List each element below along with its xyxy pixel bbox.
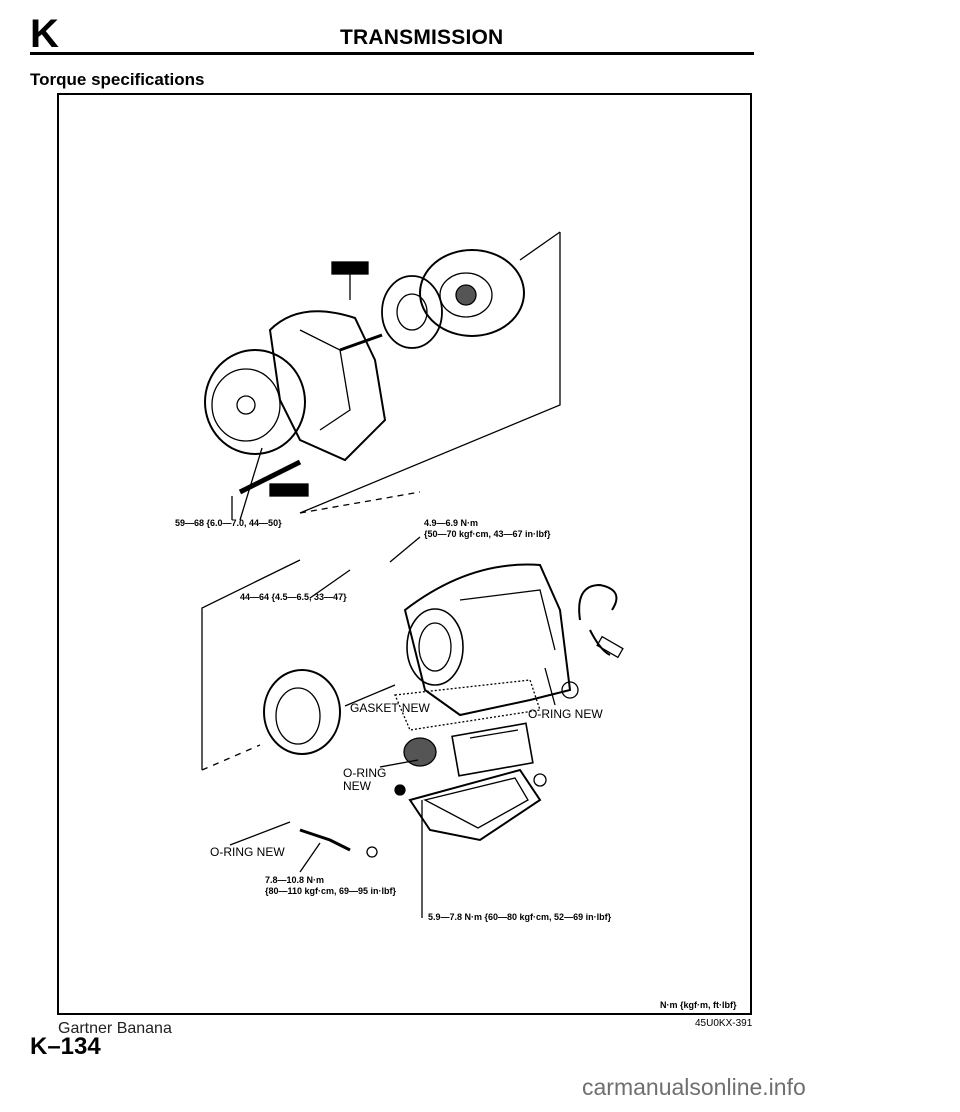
diagram-frame — [57, 93, 752, 1015]
valve-body — [451, 722, 534, 777]
oring-label-middle-line1: O-RING — [343, 766, 387, 780]
torque-callout-pan-line1: 7.8—10.8 N·m — [265, 875, 325, 885]
section-letter: K — [30, 12, 59, 56]
long-bolt — [238, 459, 302, 495]
torque-callout-pan-line2: {80—110 kgf·cm, 69—95 in·lbf} — [265, 886, 397, 896]
page-number: K–134 — [30, 1033, 101, 1060]
torque-callout-sensor-line2: {50—70 kgf·cm, 43—67 in·lbf} — [424, 529, 551, 539]
oring-new-label-left: O-RING NEW — [210, 845, 285, 859]
converter-housing — [268, 310, 387, 462]
section-title: Torque specifications — [30, 70, 205, 89]
header-rule — [30, 52, 754, 55]
page-header-title: TRANSMISSION — [340, 26, 504, 49]
speed-sensor — [299, 828, 351, 852]
gasket-new-label: GASKET NEW — [350, 701, 430, 715]
oil-pump — [381, 275, 443, 349]
site-footer-link[interactable]: carmanualsonline.info — [582, 1074, 806, 1100]
torque-callout-sensor-line1: 4.9—6.9 N·m — [424, 518, 479, 528]
torque-callout-drain-bolt: 5.9—7.8 N·m {60—80 kgf·cm, 52—69 in·lbf} — [428, 912, 612, 922]
units-note: N·m {kgf·m, ft·lbf} — [660, 1000, 737, 1010]
document-code: 45U0KX-391 — [695, 1018, 753, 1029]
lower-group-outline — [201, 559, 301, 770]
oring-new-label-right: O-RING NEW — [528, 707, 603, 721]
torque-callout-long-bolt: 59—68 {6.0—7.0, 44—50} — [175, 518, 282, 528]
oil-pan — [408, 768, 542, 842]
torque-converter — [419, 249, 525, 337]
extension-housing — [263, 669, 341, 755]
drum-assembly — [204, 349, 306, 455]
upper-group-outline — [299, 232, 561, 514]
oil-line — [578, 583, 618, 621]
oring-label-middle-line2: NEW — [343, 779, 371, 793]
watermark-text: Gartner Banana — [58, 1020, 172, 1037]
transmission-case — [403, 563, 572, 717]
torque-callout-case-bolt: 44—64 {4.5—6.5, 33—47} — [240, 592, 347, 602]
oil-strainer — [403, 737, 437, 767]
